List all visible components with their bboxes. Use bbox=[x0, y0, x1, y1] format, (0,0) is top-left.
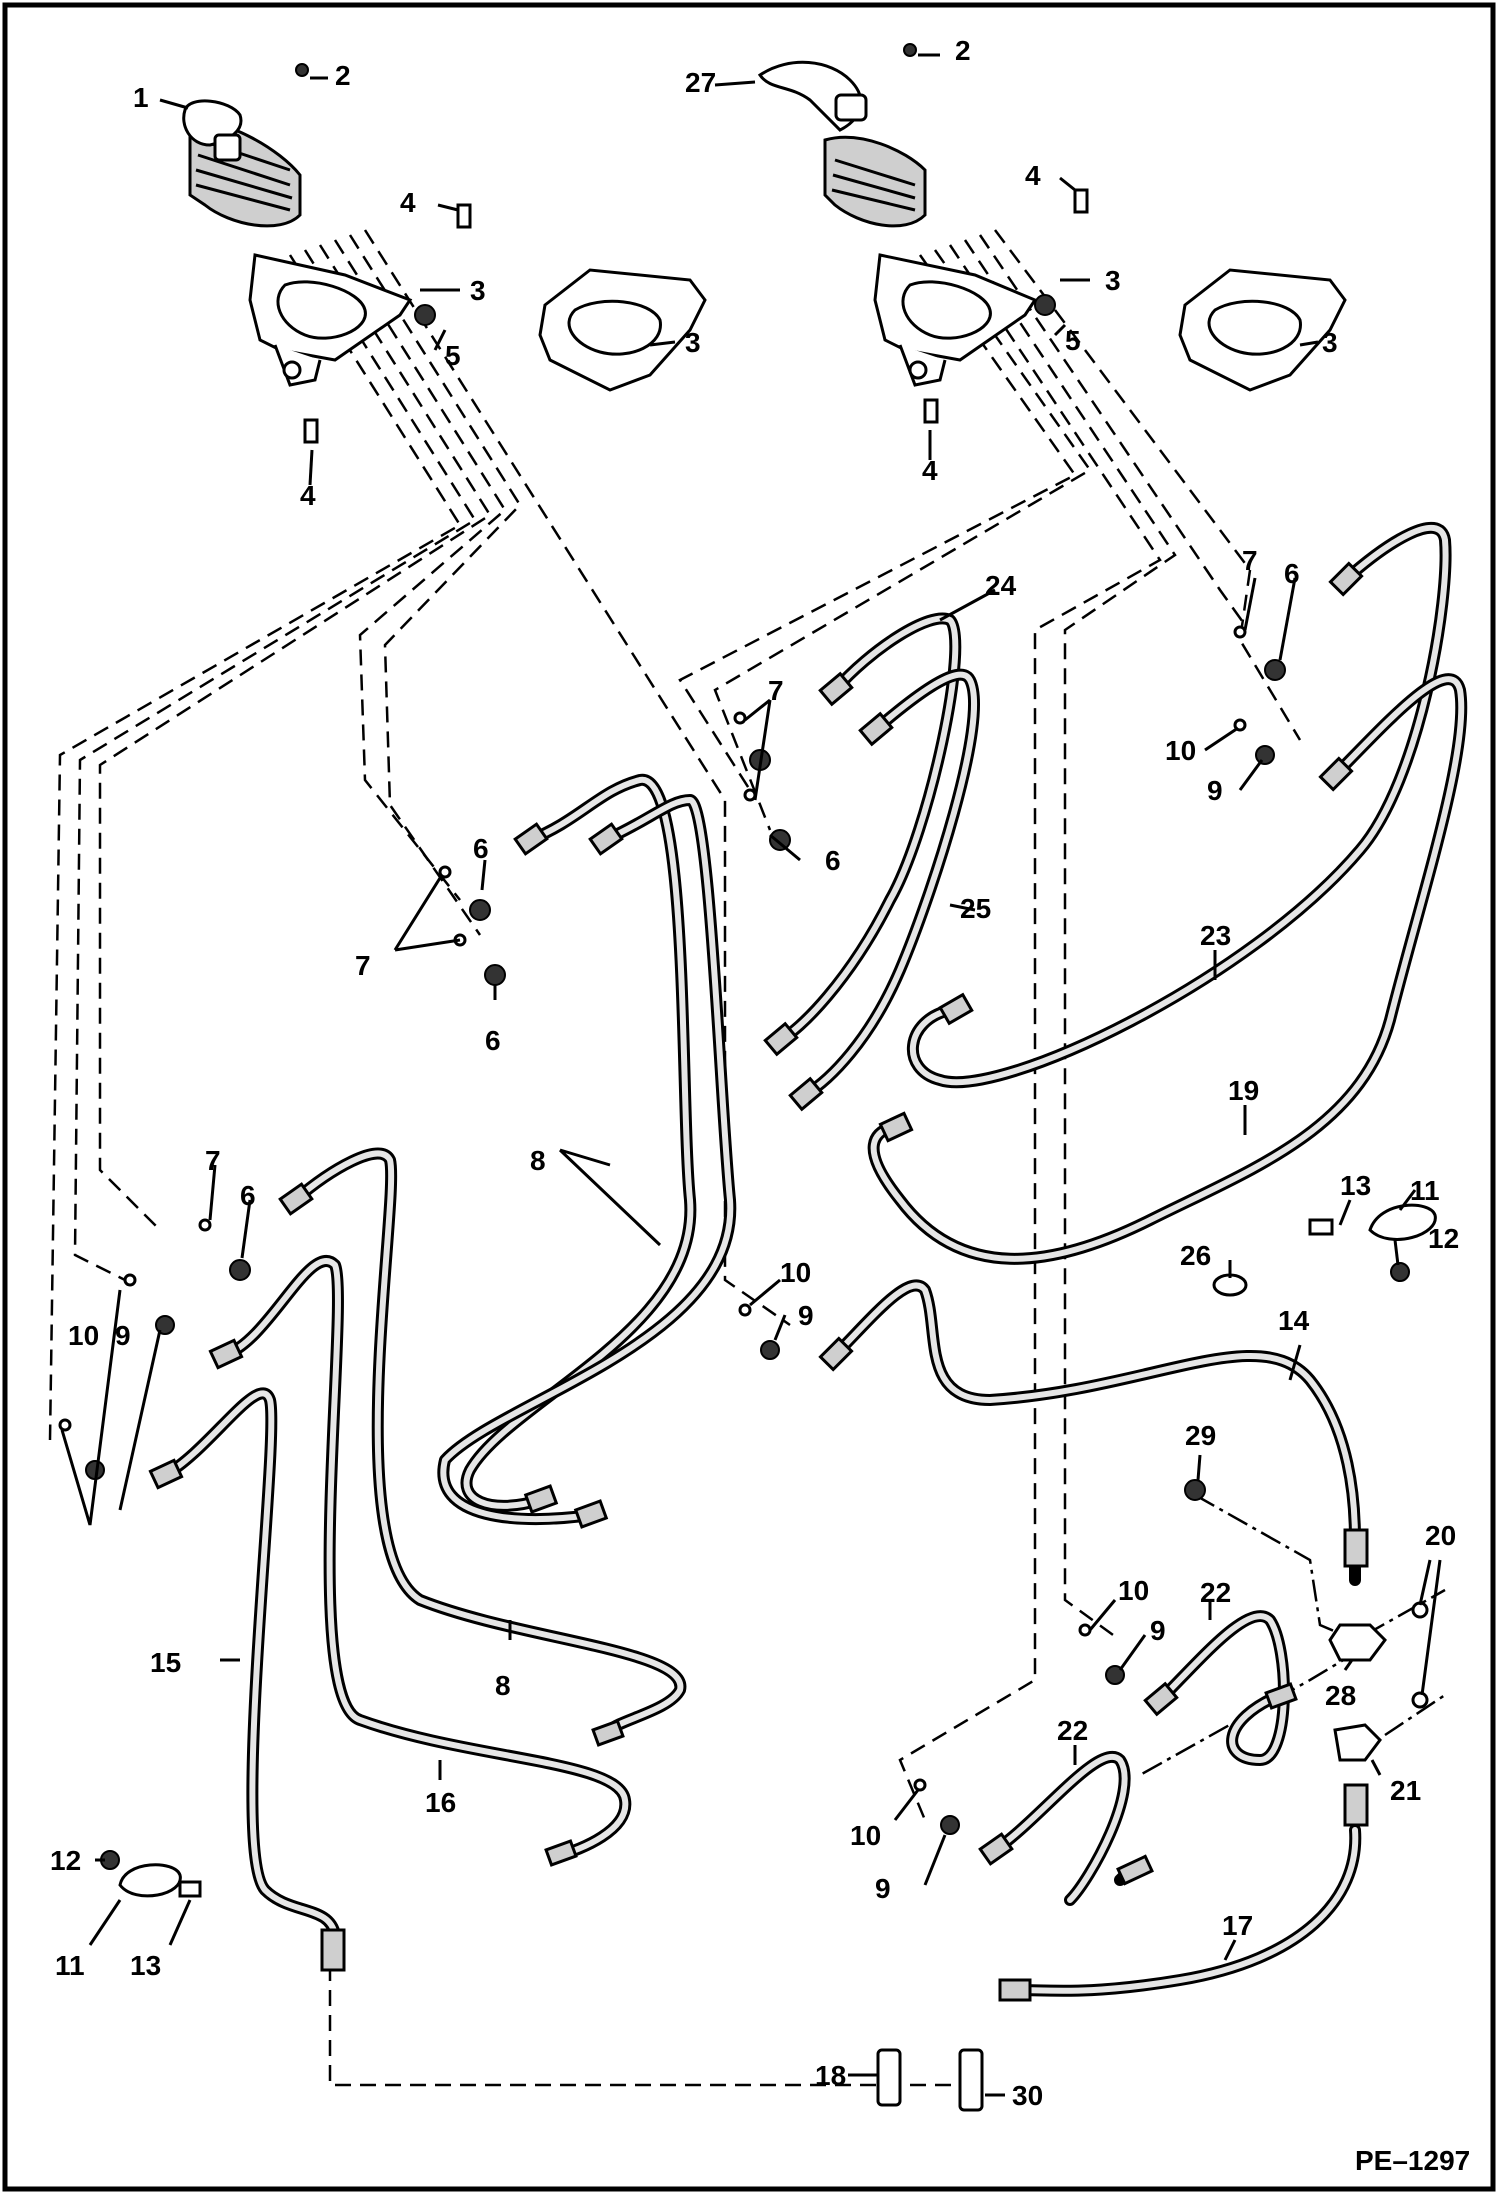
hoses bbox=[159, 521, 1468, 1997]
callout-4: 4 bbox=[300, 480, 316, 511]
callout-7: 7 bbox=[205, 1145, 221, 1176]
callout-13: 13 bbox=[1340, 1170, 1371, 1201]
callout-17: 17 bbox=[1222, 1910, 1253, 1941]
callout-4: 4 bbox=[1025, 160, 1041, 191]
callout-6: 6 bbox=[1284, 558, 1300, 589]
callout-22: 22 bbox=[1200, 1577, 1231, 1608]
hose-fittings bbox=[148, 561, 1369, 2002]
callout-10: 10 bbox=[68, 1320, 99, 1351]
callout-8: 8 bbox=[530, 1145, 546, 1176]
callout-14: 14 bbox=[1278, 1305, 1310, 1336]
callout-10: 10 bbox=[1165, 735, 1196, 766]
callout-6: 6 bbox=[825, 845, 841, 876]
callout-27: 27 bbox=[685, 67, 716, 98]
callout-3: 3 bbox=[1105, 265, 1121, 296]
callout-3: 3 bbox=[470, 275, 486, 306]
callout-7: 7 bbox=[355, 950, 371, 981]
figure-code: PE–1297 bbox=[1355, 2145, 1470, 2176]
callout-11: 11 bbox=[1410, 1175, 1440, 1206]
callout-7: 7 bbox=[1242, 545, 1258, 576]
callout-7: 7 bbox=[768, 675, 784, 706]
callout-9: 9 bbox=[1207, 775, 1223, 806]
callout-28: 28 bbox=[1325, 1680, 1356, 1711]
callout-9: 9 bbox=[875, 1873, 891, 1904]
callout-23: 23 bbox=[1200, 920, 1231, 951]
callout-13: 13 bbox=[130, 1950, 161, 1981]
callout-15: 15 bbox=[150, 1647, 181, 1678]
callout-4: 4 bbox=[922, 455, 938, 486]
callout-21: 21 bbox=[1390, 1775, 1421, 1806]
callout-19: 19 bbox=[1228, 1075, 1259, 1106]
callout-1: 1 bbox=[133, 82, 149, 113]
callout-26: 26 bbox=[1180, 1240, 1211, 1271]
joystick-right bbox=[757, 60, 1038, 387]
callout-5: 5 bbox=[1065, 325, 1081, 356]
callout-24: 24 bbox=[985, 570, 1017, 601]
callout-labels: 1 2 2 27 4 4 3 3 3 3 5 5 4 4 24 7 6 7 10… bbox=[50, 35, 1470, 2176]
callout-10: 10 bbox=[1118, 1575, 1149, 1606]
callout-6: 6 bbox=[240, 1180, 256, 1211]
callout-20: 20 bbox=[1425, 1520, 1456, 1551]
callout-10: 10 bbox=[780, 1257, 811, 1288]
callout-3: 3 bbox=[685, 327, 701, 358]
callout-6: 6 bbox=[473, 833, 489, 864]
callout-29: 29 bbox=[1185, 1420, 1216, 1451]
dashed-pilot-lines bbox=[48, 229, 1302, 2090]
callout-3: 3 bbox=[1322, 327, 1338, 358]
leader-lines bbox=[60, 53, 1442, 2097]
callout-12: 12 bbox=[1428, 1223, 1459, 1254]
dashdot-hardware-lines bbox=[1139, 1493, 1446, 1777]
callout-8: 8 bbox=[495, 1670, 511, 1701]
callout-10: 10 bbox=[850, 1820, 881, 1851]
callout-16: 16 bbox=[425, 1787, 456, 1818]
callout-4: 4 bbox=[400, 187, 416, 218]
callout-6: 6 bbox=[485, 1025, 501, 1056]
callout-9: 9 bbox=[798, 1300, 814, 1331]
callout-2: 2 bbox=[955, 35, 971, 66]
mount-plate-left bbox=[538, 268, 707, 392]
joystick-left bbox=[182, 99, 413, 387]
callout-9: 9 bbox=[115, 1320, 131, 1351]
callout-5: 5 bbox=[445, 340, 461, 371]
mount-plate-right bbox=[1178, 268, 1347, 392]
callout-2: 2 bbox=[335, 60, 351, 91]
callout-25: 25 bbox=[960, 893, 991, 924]
callout-11: 11 bbox=[55, 1950, 85, 1981]
callout-9: 9 bbox=[1150, 1615, 1166, 1646]
callout-22: 22 bbox=[1057, 1715, 1088, 1746]
callout-12: 12 bbox=[50, 1845, 81, 1876]
callout-30: 30 bbox=[1012, 2080, 1043, 2111]
callout-18: 18 bbox=[815, 2060, 846, 2091]
